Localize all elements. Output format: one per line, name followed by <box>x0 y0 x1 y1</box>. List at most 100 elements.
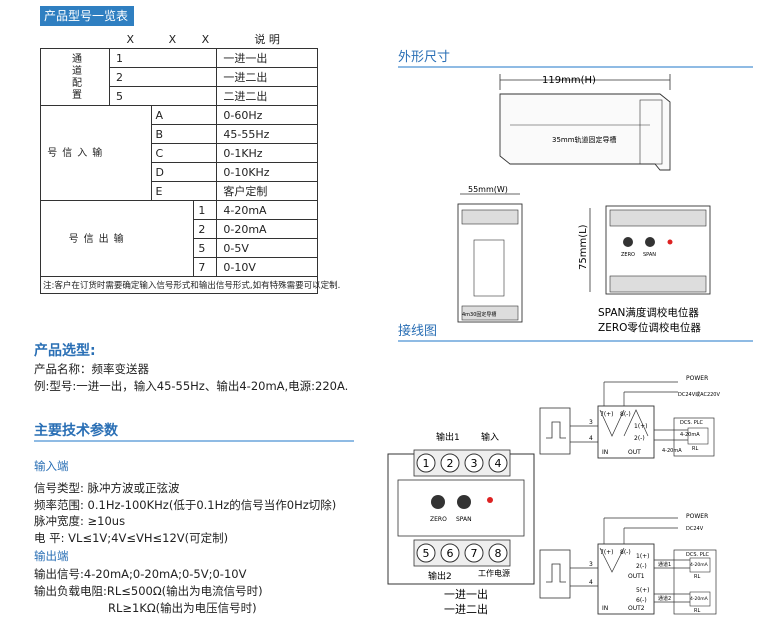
rail-label: 35mm轨道固定导槽 <box>552 135 617 144</box>
d2-t1: 1(+) <box>636 553 650 560</box>
input-line: 脉冲宽度: ≥10us <box>34 514 126 528</box>
d2-t3: 3 <box>589 561 593 568</box>
d1-in: IN <box>602 449 608 456</box>
d1-t2: 2(-) <box>634 435 645 442</box>
terminal-3 <box>464 453 484 473</box>
d2-range: 4-20mA <box>690 562 709 568</box>
d1-out: OUT <box>628 449 641 456</box>
dim-knob-span: SPAN <box>643 252 656 258</box>
d2-rl: RL <box>694 574 700 580</box>
rail-small-label: 4m30固定导槽 <box>462 311 496 318</box>
group-label: 输出信号 <box>66 232 123 245</box>
desc-cell: 45-55Hz <box>216 124 318 144</box>
terminal-label: 8 <box>495 547 502 560</box>
d2-out2: OUT2 <box>628 605 645 612</box>
d1-range-2: 4-20mA <box>680 432 700 438</box>
terminal-2 <box>440 453 460 473</box>
terminal-label: 3 <box>471 457 478 470</box>
width-label: 119mm(H) <box>542 75 596 86</box>
code-cell: E <box>150 181 218 201</box>
desc-cell: 0-5V <box>216 238 318 258</box>
desc-cell: 0-60Hz <box>216 105 318 125</box>
d2-in: IN <box>602 605 608 612</box>
table-header-cell: X <box>201 32 210 46</box>
code-cell: 1 <box>108 48 218 68</box>
input-line: 频率范围: 0.1Hz-100KHz(低于0.1Hz的信号当作0Hz切除) <box>34 497 337 512</box>
caption-2: 一进二出 <box>444 602 488 616</box>
wire-knob-span: SPAN <box>456 516 472 523</box>
model-table-footnote: 注:客户在订货时需要确定输入信号形式和输出信号形式,如有特殊需要可以定制. <box>40 277 340 294</box>
desc-cell: 客户定制 <box>216 181 318 201</box>
terminal-label: 5 <box>423 547 430 560</box>
dim-knob-zero: ZERO <box>621 252 635 258</box>
terminal-label: 7 <box>471 547 478 560</box>
params-title: 主要技术参数 <box>34 423 118 439</box>
code-cell: 2 <box>193 219 218 239</box>
params-divider <box>34 440 354 442</box>
code-cell: 5 <box>108 86 218 106</box>
terminal-5 <box>416 543 436 563</box>
dimensions-divider <box>398 66 753 68</box>
d2-dcs: DCS. PLC <box>686 552 709 558</box>
selection-line1: 产品名称：频率变送器 <box>34 362 149 376</box>
d2-power: POWER <box>686 513 708 520</box>
input-line: 电 平: VL≤1V;4V≤VH≤12V(可定制) <box>34 530 229 545</box>
d2-t6: 6(-) <box>636 597 647 604</box>
d1-t4: 4 <box>589 435 593 442</box>
desc-cell: 0-20mA <box>216 219 318 239</box>
d1-power-spec: DC24V或AC220V <box>678 391 720 398</box>
d2-ch2: 通道2 <box>658 595 671 602</box>
d1-rl: RL <box>692 446 698 452</box>
wiring-diagram-1: 3 4 7(+) 8(-) 1(+) 2(-) IN OUT POWER DC2… <box>539 375 720 459</box>
side-label: 55mm(W) <box>468 185 508 194</box>
terminal-8 <box>488 543 508 563</box>
label-out2: 输出2 <box>428 570 452 582</box>
group-label: 输入信号 <box>44 147 101 159</box>
code-cell: A <box>150 105 218 125</box>
wiring-title: 接线图 <box>398 324 438 339</box>
d1-power: POWER <box>686 375 708 382</box>
wire-knob-zero: ZERO <box>430 516 447 523</box>
code-cell: C <box>150 143 218 163</box>
d2-power-spec: DC24V <box>686 526 704 532</box>
d2-range-2: 4-20mA <box>690 596 709 602</box>
dimensions-drawing: 119mm(H) 35mm轨道固定导槽 55mm(W) 4m30固定导槽 75m… <box>457 74 711 334</box>
code-cell: 5 <box>193 238 218 258</box>
caption-1: 一进一出 <box>444 587 488 601</box>
input-line: 信号类型: 脉冲方波或正弦波 <box>34 481 180 495</box>
d2-t4: 4 <box>589 579 593 586</box>
dimensions-title: 外形尺寸 <box>398 50 451 65</box>
d2-ch1: 通道1 <box>658 561 671 568</box>
desc-cell: 一进一出 <box>216 48 318 68</box>
terminal-6 <box>440 543 460 563</box>
group-label: 通道配置 <box>40 48 110 106</box>
label-out1: 输出1 <box>436 431 460 443</box>
wiring-divider <box>398 340 753 342</box>
d2-out1: OUT1 <box>628 573 645 580</box>
code-cell: 2 <box>108 67 218 87</box>
terminal-label: 4 <box>495 457 502 470</box>
selection-title: 产品选型: <box>34 343 96 359</box>
d2-t7: 7(+) <box>600 549 614 556</box>
d2-t5: 5(+) <box>636 587 650 594</box>
desc-cell: 4-20mA <box>216 200 318 220</box>
input-lines: 信号类型: 脉冲方波或正弦波频率范围: 0.1Hz-100KHz(低于0.1Hz… <box>34 480 336 546</box>
terminal-label: 1 <box>423 457 430 470</box>
desc-cell: 0-10KHz <box>216 162 318 182</box>
d1-t1: 1(+) <box>634 423 648 430</box>
terminal-label: 6 <box>447 547 454 560</box>
model-table-title: 产品型号一览表 <box>40 6 134 26</box>
output-head: 输出端 <box>34 549 69 563</box>
table-header-cell: X <box>126 32 135 46</box>
output-line-2: 输出负载电阻:RL≤500Ω(输出为电流信号时) <box>34 584 263 598</box>
